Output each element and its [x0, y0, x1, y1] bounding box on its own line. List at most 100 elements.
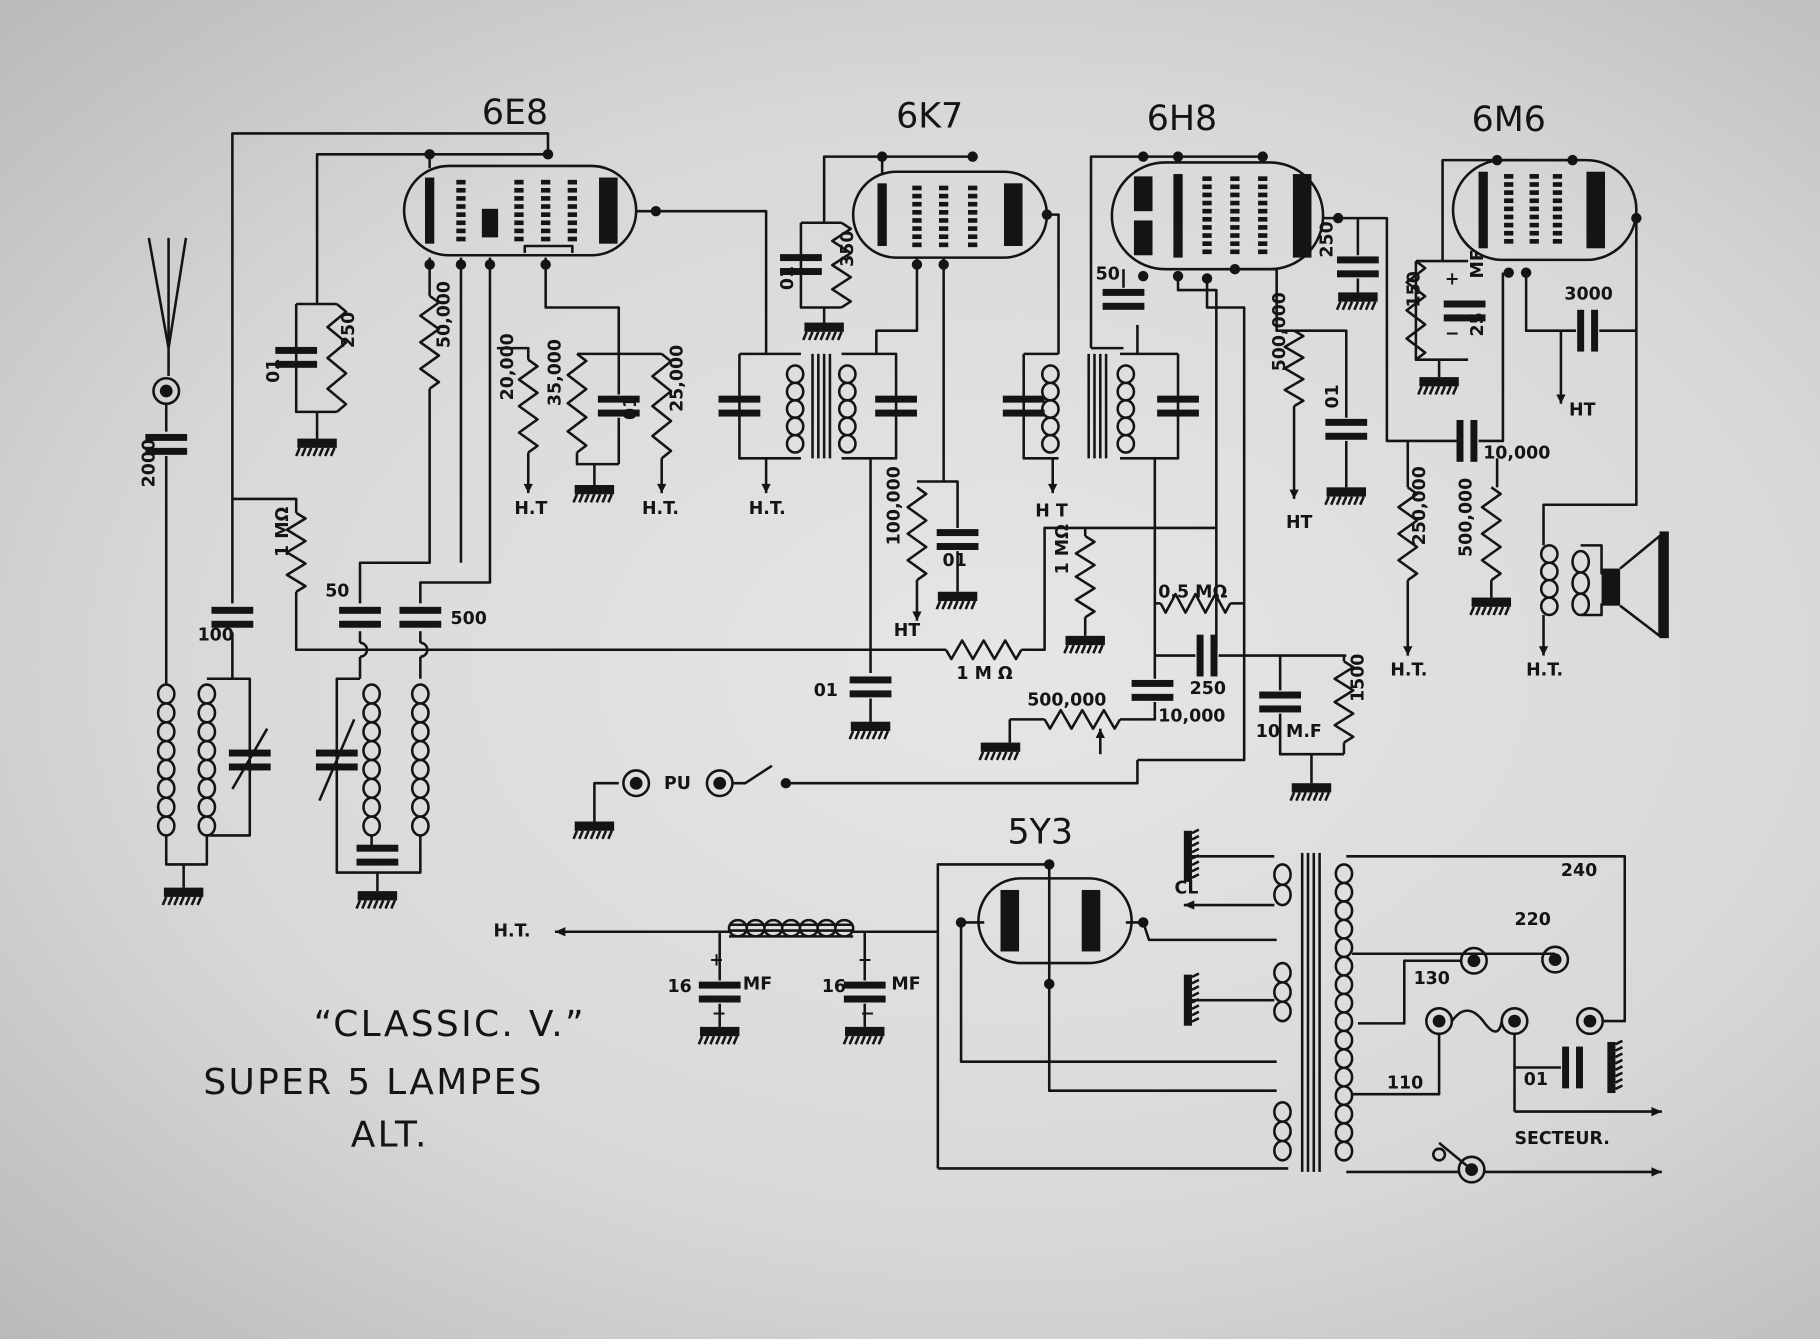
tube-cathode	[877, 183, 887, 246]
component-label: 500,000	[1270, 292, 1290, 371]
ground-hatch	[1341, 301, 1348, 311]
capacitor	[339, 606, 381, 628]
capacitor-plate	[315, 749, 358, 757]
wire	[358, 388, 431, 604]
capacitor-plate	[1131, 679, 1174, 687]
wire	[1142, 922, 1277, 942]
ground-hatch	[306, 447, 313, 457]
tube-grid-segment	[456, 212, 466, 217]
capacitor-plate	[228, 749, 271, 757]
tube-electrode	[481, 208, 499, 238]
ground-bar	[574, 821, 615, 831]
capacitor-plate	[399, 606, 442, 614]
ground-hatch	[1614, 1039, 1624, 1046]
tube-grid-segment	[1230, 233, 1240, 238]
tube-grid-segment	[514, 220, 524, 226]
tube-grid-segment	[456, 204, 466, 209]
ground-hatch	[601, 493, 608, 503]
tube-6e8	[402, 164, 638, 257]
component-label: 1 M Ω	[956, 664, 1013, 684]
ground-hatch	[1080, 644, 1087, 654]
junction-dot	[1491, 154, 1503, 166]
arrow-icon	[1095, 728, 1105, 738]
tube-grid-segment	[1258, 184, 1268, 190]
capacitor-plate	[1259, 705, 1302, 713]
ground-hatch	[1013, 751, 1020, 761]
tube-envelope	[977, 877, 1133, 965]
ground-hatch	[1341, 496, 1348, 506]
component-label: −	[1445, 324, 1460, 344]
ground-hatch	[947, 600, 953, 610]
ground-icon	[572, 821, 615, 840]
component-label: 01	[1323, 384, 1343, 408]
capacitor	[843, 981, 886, 1003]
tube-grid-segment	[567, 204, 577, 209]
ground-bar	[574, 485, 615, 495]
tube-label-6h8: 6H8	[1147, 99, 1217, 139]
ground-hatch	[802, 331, 808, 341]
capacitor-plate	[936, 543, 979, 550]
component-label: +	[858, 950, 873, 970]
arrow-icon	[657, 483, 667, 494]
ground-hatch	[1498, 606, 1505, 616]
arrow-icon	[1403, 646, 1413, 656]
ground-icon	[1324, 487, 1367, 506]
wire	[231, 728, 269, 790]
ground-hatch	[318, 447, 325, 457]
ground-hatch	[1191, 978, 1200, 985]
component-label: 2000	[140, 439, 160, 487]
ground-bar	[845, 1026, 885, 1037]
jack-center	[1548, 953, 1562, 966]
wire	[1234, 267, 1295, 332]
tube-grid-segment	[912, 201, 922, 207]
wire	[1323, 216, 1457, 443]
ground-hatch	[848, 730, 855, 740]
ground-hatch	[1347, 301, 1354, 311]
capacitor-plate	[1577, 309, 1585, 352]
ground-hatch	[871, 1035, 878, 1045]
capacitor-plate	[145, 447, 188, 455]
tube-grid-segment	[968, 210, 978, 215]
component-label: 01	[778, 266, 798, 290]
wire	[1542, 218, 1638, 546]
tube-grid-segment	[1504, 222, 1514, 228]
tube-grid-segment	[541, 236, 551, 242]
tube-grid-segment	[1202, 216, 1212, 222]
tube-grid-segment	[1552, 198, 1563, 204]
capacitor-plate	[1002, 395, 1045, 403]
component-label: 220	[1515, 910, 1551, 930]
ground-hatch	[1318, 791, 1325, 802]
ground-bar	[163, 887, 204, 897]
component-label: 01	[621, 396, 641, 420]
ground-hatch	[1451, 385, 1458, 396]
wire	[1022, 353, 1059, 460]
component-label: 1500	[1349, 654, 1369, 702]
tube-grid-segment	[1202, 208, 1212, 214]
resistor	[944, 639, 1023, 661]
capacitor	[597, 395, 640, 417]
ground-hatch	[1191, 985, 1200, 991]
tube-grid-segment	[1504, 206, 1514, 212]
component-label: 1 MΩ	[1053, 524, 1073, 574]
wire	[1352, 1033, 1441, 1096]
component-label: SECTEUR.	[1515, 1129, 1610, 1149]
ground-hatch	[1191, 1010, 1200, 1017]
ground-bar	[357, 891, 398, 901]
capacitor-plate	[1002, 409, 1045, 417]
ground-hatch	[1422, 385, 1429, 396]
ground-icon	[697, 1026, 740, 1045]
ground-hatch	[984, 751, 991, 761]
capacitor	[1456, 420, 1478, 462]
capacitor-plate	[1157, 409, 1199, 417]
ground-hatch	[595, 493, 602, 503]
ground-hatch	[1191, 991, 1200, 998]
wire	[231, 132, 550, 604]
ground-hatch	[1001, 751, 1008, 761]
arrow-icon	[761, 483, 771, 494]
ground-hatch	[1364, 301, 1371, 311]
component-label: 0.5 MΩ	[1158, 583, 1227, 603]
jack-center	[1432, 1014, 1446, 1028]
component-label: 130	[1414, 969, 1450, 989]
ground-hatch	[1191, 1004, 1200, 1011]
tube-grid-segment	[939, 242, 949, 248]
